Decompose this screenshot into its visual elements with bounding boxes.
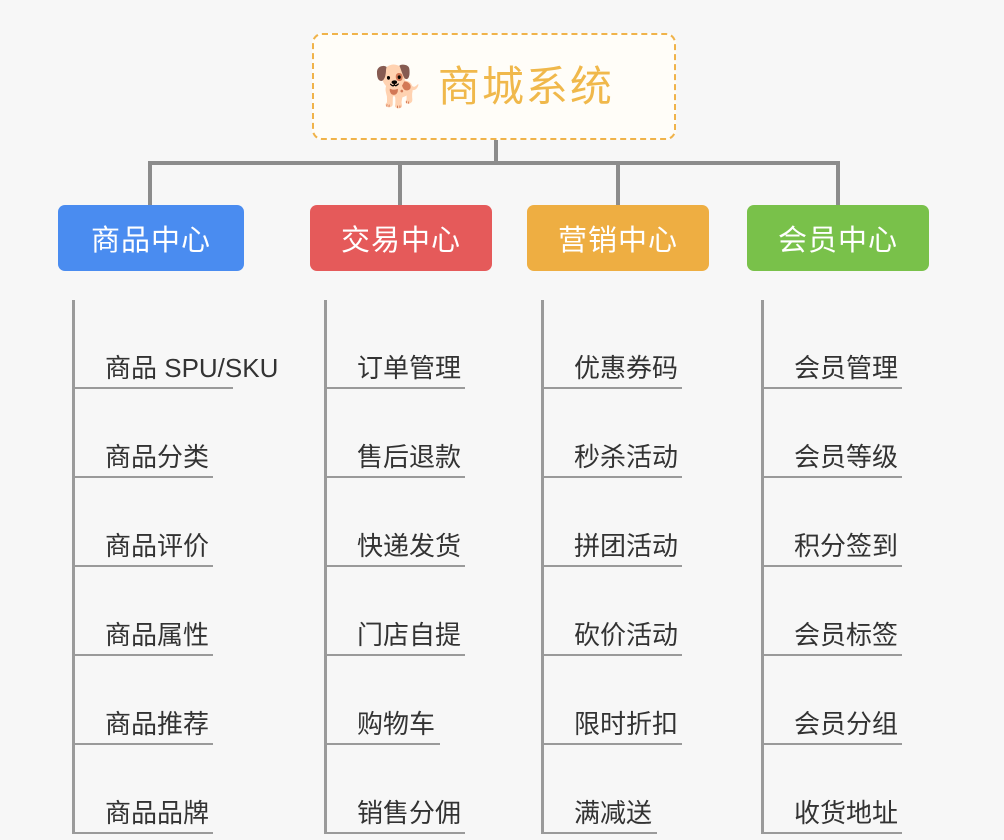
leaf-item[interactable]: 砍价活动 <box>544 567 682 656</box>
leaf-label: 商品评价 <box>105 531 210 562</box>
leaf-item[interactable]: 拼团活动 <box>544 478 682 567</box>
leaf-label: 会员分组 <box>794 709 899 740</box>
branch-leaf-list-member-center: 会员管理 会员等级 积分签到 会员标签 会员分组 收货地址 <box>761 300 919 834</box>
leaf-item[interactable]: 优惠券码 <box>544 300 682 389</box>
leaf-item[interactable]: 积分签到 <box>764 478 902 567</box>
connector-drop-trade-center <box>398 161 402 207</box>
branch-leaf-list-product-center: 商品 SPU/SKU 商品分类 商品评价 商品属性 商品推荐 商品品牌 <box>72 300 278 834</box>
root-node[interactable]: 🐕 商城系统 <box>312 33 676 140</box>
leaf-label: 拼团活动 <box>574 531 679 562</box>
leaf-label: 门店自提 <box>357 620 462 651</box>
branch-header-label: 交易中心 <box>340 225 461 257</box>
leaf-label: 限时折扣 <box>574 709 679 740</box>
leaf-item[interactable]: 收货地址 <box>764 745 902 834</box>
leaf-item[interactable]: 商品推荐 <box>75 656 213 745</box>
leaf-label: 商品推荐 <box>105 709 210 740</box>
branch-header-label: 会员中心 <box>777 225 898 257</box>
branch-column-product-center: 商品中心 商品 SPU/SKU 商品分类 商品评价 商品属性 商品推荐 商品品牌 <box>58 205 278 834</box>
leaf-label: 优惠券码 <box>574 353 679 384</box>
leaf-label: 积分签到 <box>794 531 899 562</box>
leaf-label: 订单管理 <box>357 353 462 384</box>
branch-header-trade-center[interactable]: 交易中心 <box>310 205 492 271</box>
leaf-item[interactable]: 购物车 <box>327 656 440 745</box>
branch-header-label: 营销中心 <box>557 225 678 257</box>
leaf-item[interactable]: 会员管理 <box>764 300 902 389</box>
leaf-item[interactable]: 门店自提 <box>327 567 465 656</box>
connector-horizontal-bus <box>148 161 840 165</box>
leaf-label: 商品分类 <box>105 442 210 473</box>
branch-leaf-list-trade-center: 订单管理 售后退款 快递发货 门店自提 购物车 销售分佣 <box>324 300 482 834</box>
leaf-label: 商品品牌 <box>105 798 210 829</box>
leaf-label: 会员标签 <box>794 620 899 651</box>
leaf-item[interactable]: 售后退款 <box>327 389 465 478</box>
leaf-label: 购物车 <box>357 709 436 740</box>
leaf-item[interactable]: 秒杀活动 <box>544 389 682 478</box>
leaf-item[interactable]: 会员标签 <box>764 567 902 656</box>
leaf-item[interactable]: 订单管理 <box>327 300 465 389</box>
leaf-item[interactable]: 商品属性 <box>75 567 213 656</box>
connector-root-stem <box>494 140 498 164</box>
branch-header-marketing-center[interactable]: 营销中心 <box>527 205 709 271</box>
branch-column-marketing-center: 营销中心 优惠券码 秒杀活动 拼团活动 砍价活动 限时折扣 满减送 <box>527 205 709 834</box>
branch-header-member-center[interactable]: 会员中心 <box>747 205 929 271</box>
leaf-item[interactable]: 商品 SPU/SKU <box>75 300 278 389</box>
leaf-label: 售后退款 <box>357 442 462 473</box>
leaf-label: 商品 SPU/SKU <box>105 353 279 384</box>
branch-header-label: 商品中心 <box>90 225 211 257</box>
leaf-label: 会员管理 <box>794 353 899 384</box>
leaf-item[interactable]: 会员分组 <box>764 656 902 745</box>
leaf-item[interactable]: 会员等级 <box>764 389 902 478</box>
connector-drop-product-center <box>148 161 152 207</box>
leaf-item[interactable]: 商品品牌 <box>75 745 213 834</box>
leaf-label: 快递发货 <box>357 531 462 562</box>
leaf-item[interactable]: 限时折扣 <box>544 656 682 745</box>
leaf-label: 秒杀活动 <box>574 442 679 473</box>
branch-column-trade-center: 交易中心 订单管理 售后退款 快递发货 门店自提 购物车 销售分佣 <box>310 205 492 834</box>
leaf-label: 商品属性 <box>105 620 210 651</box>
shiba-dog-icon: 🐕 <box>374 64 424 109</box>
leaf-item[interactable]: 满减送 <box>544 745 657 834</box>
root-title: 商城系统 <box>437 62 614 110</box>
leaf-item[interactable]: 销售分佣 <box>327 745 465 834</box>
branch-leaf-list-marketing-center: 优惠券码 秒杀活动 拼团活动 砍价活动 限时折扣 满减送 <box>541 300 699 834</box>
leaf-label: 收货地址 <box>794 798 899 829</box>
leaf-label: 砍价活动 <box>574 620 679 651</box>
leaf-label: 销售分佣 <box>357 798 462 829</box>
connector-drop-member-center <box>836 161 840 207</box>
leaf-item[interactable]: 商品评价 <box>75 478 213 567</box>
branch-header-product-center[interactable]: 商品中心 <box>58 205 244 271</box>
leaf-label: 会员等级 <box>794 442 899 473</box>
leaf-label: 满减送 <box>574 798 653 829</box>
connector-drop-marketing-center <box>616 161 620 207</box>
leaf-item[interactable]: 快递发货 <box>327 478 465 567</box>
branch-column-member-center: 会员中心 会员管理 会员等级 积分签到 会员标签 会员分组 收货地址 <box>747 205 929 834</box>
leaf-item[interactable]: 商品分类 <box>75 389 213 478</box>
